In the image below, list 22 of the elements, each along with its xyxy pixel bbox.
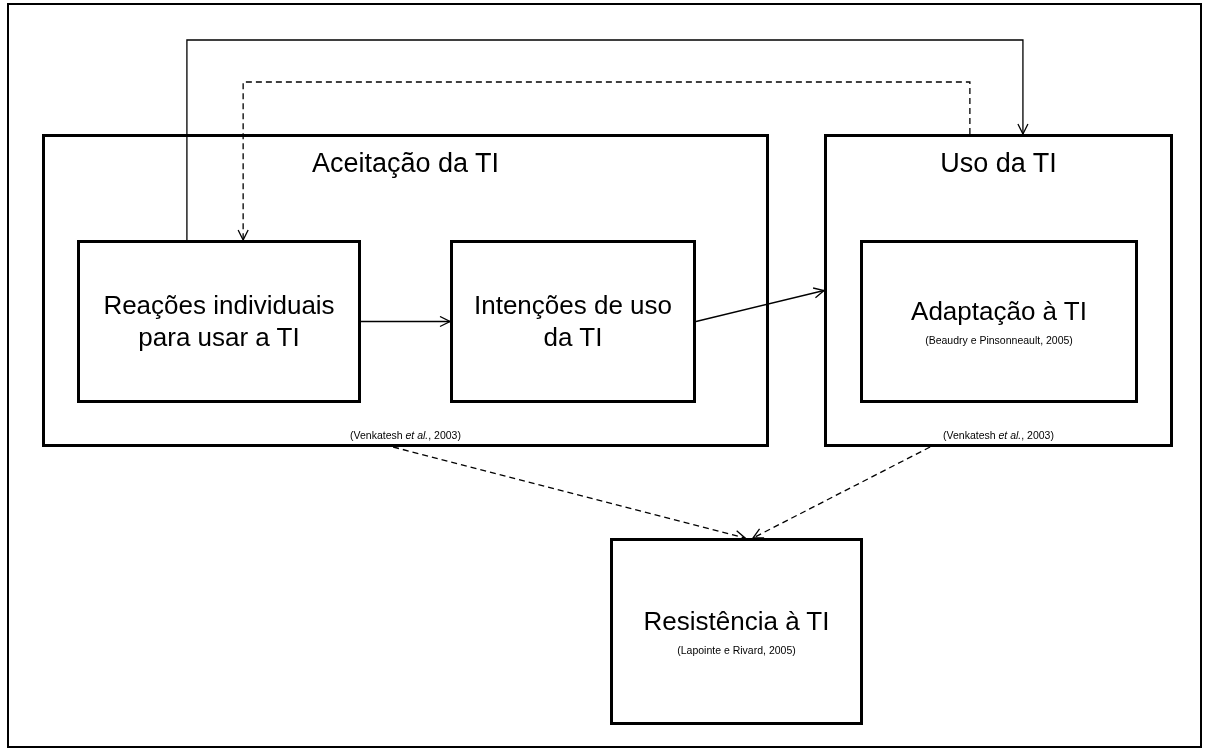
box-title: Intenções de uso da TI bbox=[472, 289, 673, 354]
arrow bbox=[392, 446, 746, 541]
box-title: Uso da TI bbox=[939, 147, 1058, 180]
box-title: Adaptação à TI bbox=[910, 296, 1088, 329]
arrow bbox=[186, 39, 1029, 241]
citation: (Venkatesh et al., 2003) bbox=[942, 429, 1055, 442]
citation: (Beaudry e Pinsonneault, 2005) bbox=[925, 334, 1073, 347]
group-box bbox=[824, 134, 1173, 447]
concept-box bbox=[77, 240, 361, 403]
box-title: Resistência à TI bbox=[642, 606, 831, 639]
citation: (Venkatesh et al., 2003) bbox=[349, 429, 462, 442]
arrow bbox=[752, 446, 931, 539]
concept-box bbox=[450, 240, 696, 403]
concept-box bbox=[860, 240, 1138, 403]
citation: (Lapointe e Rivard, 2005) bbox=[677, 644, 796, 657]
arrow bbox=[237, 81, 971, 241]
concept-box bbox=[610, 538, 863, 725]
group-box bbox=[42, 134, 769, 447]
arrow bbox=[360, 315, 451, 328]
box-title: Aceitação da TI bbox=[310, 147, 501, 180]
arrow bbox=[695, 287, 825, 323]
box-title: Reações individuais para usar a TI bbox=[102, 289, 336, 354]
